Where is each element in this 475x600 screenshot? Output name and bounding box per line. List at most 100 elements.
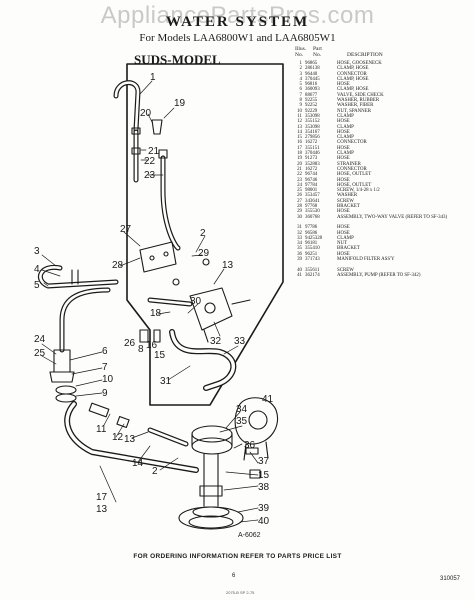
description-cell: HOSE, GOOSENECK (337, 61, 382, 66)
description-cell: WASHER, RUBBER (337, 98, 380, 104)
pump-base (178, 506, 244, 530)
description-cell: VALVE, SIDE CHECK (337, 92, 384, 98)
part-no-cell: 354167 (305, 129, 320, 135)
part-no-cell: 96181 (305, 241, 318, 247)
description-cell: NUT (337, 241, 348, 247)
illus-no-cell: 28 (297, 204, 302, 210)
callout-29: 29 (198, 248, 210, 259)
callout-13-middle: 13 (124, 434, 136, 445)
part-no-cell: 16272 (305, 140, 318, 146)
illus-no-cell: 25 (297, 188, 302, 194)
callout-1: 1 (150, 72, 156, 83)
description-cell: WASHER (337, 193, 358, 199)
description-cell: HOSE (337, 119, 350, 125)
part-no-cell: 279856 (305, 135, 320, 141)
print-code: 2075-B SP 2-75 (226, 590, 255, 595)
callout-41: 41 (262, 394, 274, 405)
description-cell: HOSE, OUTLET (337, 172, 372, 178)
illus-no-cell: 24 (297, 182, 302, 188)
description-cell: STRAINER (337, 161, 361, 167)
description-cell: ASSEMBLY, TWO-WAY VALVE (REFER TO SF-343… (337, 214, 448, 220)
callout-39: 39 (258, 503, 270, 514)
callout-27: 27 (120, 224, 132, 235)
callout-14: 14 (132, 458, 144, 469)
part-no-cell: 92252 (305, 103, 318, 109)
callout-7: 7 (102, 362, 108, 373)
illus-no-cell: 10 (297, 108, 302, 114)
description-cell: SCREW (337, 198, 354, 204)
part-no-cell: 343641 (305, 198, 320, 204)
callout-18: 18 (150, 308, 162, 319)
callout-28: 28 (112, 260, 124, 271)
part-no-cell: 96865 (305, 61, 318, 66)
illus-no-cell: 13 (297, 124, 302, 130)
part-no-cell: 355152 (305, 119, 320, 125)
two-way-valve (189, 287, 233, 331)
callout-20: 20 (140, 108, 152, 119)
description-cell: CONNECTOR (337, 166, 367, 172)
description-cell: CLAMP, HOSE (337, 66, 369, 72)
illus-no-cell: 3 (299, 71, 302, 77)
part-no-cell: 97768 (305, 204, 318, 210)
part-no-cell: 92255 (305, 98, 318, 104)
description-cell: BRACKET (337, 246, 360, 252)
callout-13-lower: 13 (96, 504, 108, 515)
mounting-bracket (139, 241, 177, 273)
page-number: 6 (232, 573, 236, 579)
part-no-cell: 286138 (305, 66, 320, 72)
callout-2-upper: 2 (200, 228, 206, 239)
callout-15-lower: 15 (258, 470, 270, 481)
part-no-cell: 360768 (305, 214, 320, 220)
description-cell: CLAMP (337, 124, 354, 130)
callout-2-lower: 2 (152, 466, 158, 477)
part-no-cell: 353098 (305, 124, 320, 130)
description-cell: SCREW (337, 267, 354, 273)
ordering-note: FOR ORDERING INFORMATION REFER TO PARTS … (133, 553, 342, 560)
callout-19: 19 (174, 98, 186, 109)
description-cell: CLAMP (337, 151, 354, 157)
check-valve (53, 349, 71, 373)
description-cell: CLAMP, HOSE (337, 87, 369, 93)
part-no-cell: 355410 (305, 246, 320, 252)
illus-no-cell: 4 (299, 76, 302, 82)
illus-no-cell: 2 (299, 66, 302, 72)
illus-no-cell: 8 (299, 98, 302, 104)
description-cell: HOSE (337, 129, 350, 135)
callout-6: 6 (102, 346, 108, 357)
illus-no-cell: 31 (297, 225, 302, 231)
part-no-cell: 98001 (305, 188, 318, 194)
illus-no-cell: 22 (297, 172, 302, 178)
manifold-filter (191, 425, 233, 443)
illus-no-cell: 32 (297, 230, 302, 236)
description-cell: MANIFOLD FILTER ASS'Y (337, 256, 395, 262)
part-no-cell: 370445 (305, 76, 320, 82)
callout-8: 8 (138, 344, 144, 355)
callout-10: 10 (102, 374, 114, 385)
part-no-cell: 97786 (305, 225, 318, 231)
illus-no-cell: 27 (297, 198, 302, 204)
part-no-cell: 360093 (305, 87, 320, 93)
callout-33: 33 (234, 336, 246, 347)
description-cell: SCREW, 1/4-28 x 1/2 (337, 188, 380, 194)
illus-no-cell: 9 (299, 103, 302, 109)
part-no-cell: 96251 (305, 251, 318, 257)
illus-no-cell: 40 (297, 267, 302, 273)
description-cell: CLAMP, HOSE (337, 76, 369, 82)
description-cell: CONNECTOR (337, 140, 367, 146)
